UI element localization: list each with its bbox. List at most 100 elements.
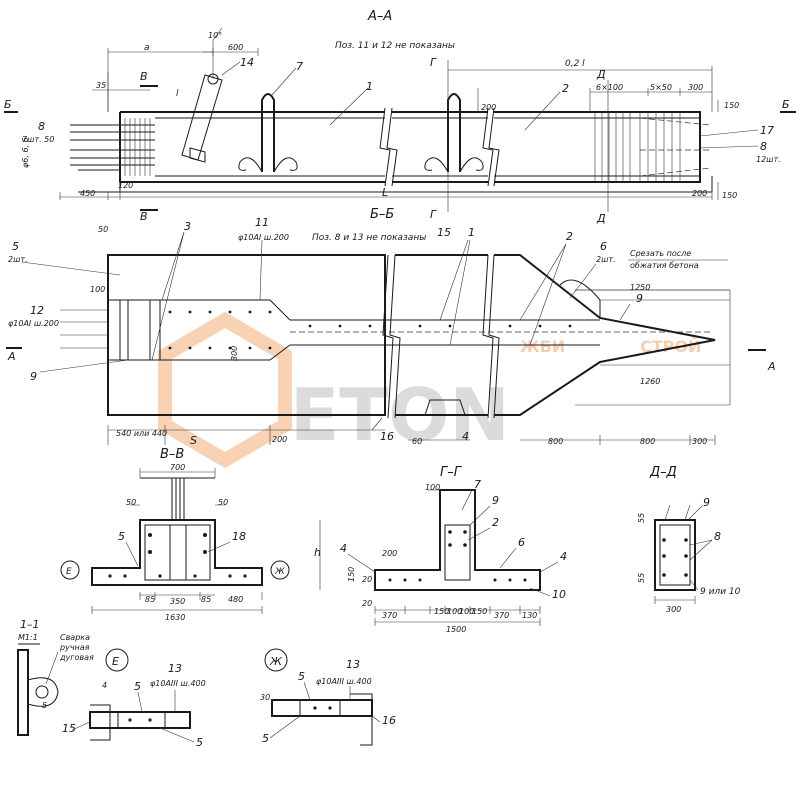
label-labels-mid-p16: 16: [380, 430, 394, 443]
label-vv-d1630: 1630: [165, 613, 185, 622]
label-zh-node-p13: 13: [346, 658, 360, 671]
section-aa: A–A Поз. 11 и 12 не показаны: [4, 9, 796, 225]
label-markers-B: Б: [4, 98, 12, 111]
label-gg-p9: 9: [492, 494, 499, 507]
label-dims-top-d35: 35: [96, 81, 106, 90]
label-gg-d20a: 20: [362, 575, 372, 584]
label-markers-V: В: [140, 70, 148, 83]
label-dims-top-d450: 450: [80, 189, 95, 198]
label-labels-mid-p5: 5: [12, 240, 19, 253]
label-zh-node-p5b: 5: [262, 732, 269, 745]
label-s11-w2: ручная: [59, 643, 90, 652]
label-gg-d150b: 150: [472, 607, 487, 616]
label-dims-top-d6x100: 6×100: [596, 83, 623, 92]
label-zh-node-p5: 5: [298, 670, 305, 683]
label-vv-d350: 350: [170, 597, 185, 606]
label-dims-top-ang: 10°: [208, 31, 222, 40]
label-vv-d700: 700: [170, 463, 185, 472]
section-aa-note: Поз. 11 и 12 не показаны: [335, 41, 455, 51]
label-labels-mid-cut2: обжатия бетона: [630, 261, 699, 270]
label-dims-mid-S: S: [190, 434, 197, 447]
label-dims-mid-d100: 100: [90, 285, 105, 294]
label-gg-d20b: 20: [362, 599, 372, 608]
label-dims-top-l: l: [176, 89, 179, 99]
label-gg-p7: 7: [474, 478, 481, 491]
label-gg-d100a: 100: [447, 607, 462, 616]
label-e-node-p5: 5: [134, 680, 141, 693]
label-labels-mid-p5n: 2шт.: [8, 255, 28, 264]
label-vv-d50a: 50: [126, 498, 136, 507]
label-labels-mid-p9b: 9: [30, 370, 37, 383]
label-dd-p910: 9 или 10: [700, 587, 741, 597]
label-markers-D: Д: [596, 68, 606, 81]
label-dd-p9: 9: [703, 496, 710, 509]
label-dims-top-d150: 150: [724, 101, 739, 110]
label-markers-ZH: Ж: [274, 567, 285, 577]
label-dims-mid-d800b: 800: [640, 437, 655, 446]
label-labels-mid-p6: 6: [600, 240, 607, 253]
label-gg-d370b: 370: [494, 611, 509, 620]
label-dd-d300: 300: [666, 605, 681, 614]
label-gg-d150a: 150: [434, 607, 449, 616]
label-vv-d85a: 85: [145, 595, 155, 604]
label-sections-s11-title: 1–1: [20, 618, 40, 631]
label-dims-mid-d50: 50: [98, 225, 108, 234]
label-labels-mid-p1: 1: [468, 226, 475, 239]
label-markers-E: Е: [66, 567, 72, 577]
label-gg-d100: 100: [425, 483, 440, 492]
label-labels-top-p6: φ6, 6, 6: [21, 137, 30, 168]
label-s11-w1: Сварка: [60, 633, 90, 642]
lifting-loop-right: [424, 93, 484, 173]
label-gg-d200: 200: [382, 549, 397, 558]
label-markers-ZH: Ж: [269, 655, 283, 668]
label-gg-h: h: [314, 546, 321, 559]
label-vv-d480: 480: [228, 595, 243, 604]
label-e-node-p5b: 5: [196, 736, 203, 749]
label-dims-top-d150b: 150: [722, 191, 737, 200]
label-labels-mid-p11: 11: [255, 216, 269, 229]
label-markers-D: Д: [596, 212, 606, 225]
label-gg-p10: 10: [552, 588, 566, 601]
watermark-text2: ЖБИ: [520, 337, 565, 356]
label-vv-p5: 5: [118, 530, 125, 543]
label-gg-d100b: 100: [459, 607, 474, 616]
label-dd-d55b: 55: [637, 573, 646, 583]
label-labels-top-p8n: 7шт. 50: [22, 135, 54, 144]
node-e: Е 5 13 φ10AIII ш.400 15 5 4: [62, 648, 206, 749]
label-labels-top-p8b: 8: [760, 140, 767, 153]
label-dims-top-a: a: [144, 43, 150, 53]
label-s11-w3: дуговая: [59, 653, 94, 662]
label-dims-mid-d1260: 1260: [640, 377, 660, 386]
label-vv-d85b: 85: [201, 595, 211, 604]
label-vv-d50b: 50: [218, 498, 228, 507]
label-dims-top-d600: 600: [228, 43, 243, 52]
stirrups-left: [119, 118, 151, 176]
label-dims-mid-d540: 540 или 440: [116, 429, 167, 438]
label-dims-top-d5x50: 5×50: [650, 83, 672, 92]
plan-outline-left: [107, 254, 386, 416]
label-dims-mid-d800a: 800: [548, 437, 563, 446]
inclined-device-14: [181, 27, 223, 163]
label-labels-top-p17: 17: [760, 124, 774, 137]
label-gg-p6: 6: [518, 536, 525, 549]
label-markers-E: Е: [112, 655, 119, 668]
label-dims-mid-d200: 200: [272, 435, 287, 444]
label-labels-top-p1: 1: [366, 80, 373, 93]
section-bb: Б–Б Поз. 8 и 13 не показаны: [6, 207, 776, 447]
label-labels-top-p7: 7: [296, 60, 303, 73]
label-markers-V: В: [140, 210, 148, 223]
label-dims-top-L: L: [382, 186, 388, 199]
label-markers-A: A: [7, 350, 16, 363]
label-labels-mid-p3: 3: [184, 220, 191, 233]
label-markers-A: A: [767, 360, 776, 373]
label-dims-top-d120: 120: [118, 181, 133, 190]
label-markers-G: Г: [430, 56, 437, 69]
label-zh-node-d30: 30: [260, 693, 270, 702]
label-dims-mid-d60: 60: [412, 437, 422, 446]
section-aa-title: A–A: [367, 9, 392, 24]
label-zh-node-p16: 16: [382, 714, 396, 727]
label-dd-d55a: 55: [637, 513, 646, 523]
section-vv: В–В 700 50 50 5 18 85 350 85 480 1630 Е …: [60, 447, 290, 622]
